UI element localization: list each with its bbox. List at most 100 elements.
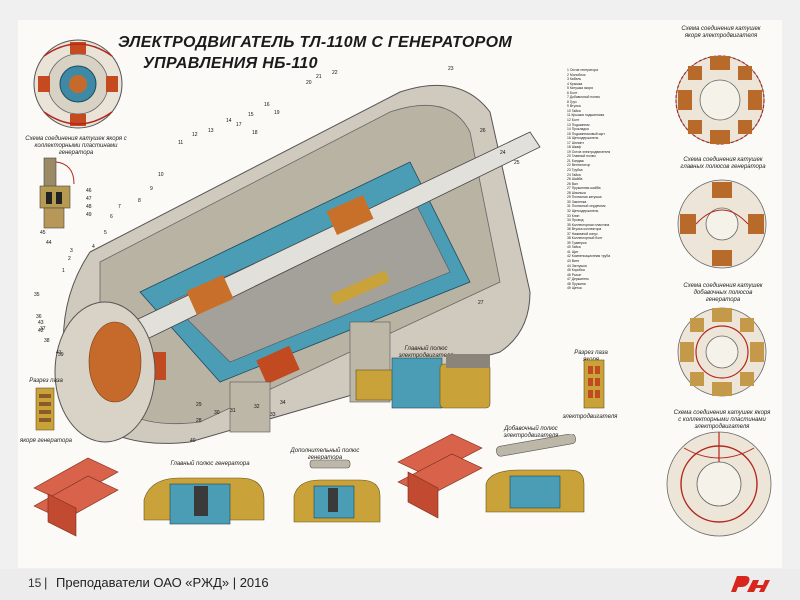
legend-item: 38 Коллекторный болт <box>567 236 603 241</box>
callout-number: 3 <box>70 248 73 254</box>
legend-item: 18 Шкаф <box>567 145 582 150</box>
callout-number: 18 <box>252 130 258 136</box>
legend-item: 43 Винт <box>567 258 580 263</box>
callout-number: 42 <box>38 328 44 334</box>
callout-number: 35 <box>34 292 40 298</box>
callout-number: 34 <box>280 400 286 406</box>
legend-item: 49 Щетка <box>567 286 582 291</box>
callout-number: 1 <box>62 268 65 274</box>
armature-coils-motor-illustration <box>397 433 483 519</box>
legend-item: 47 Держатель <box>567 277 589 282</box>
callout-number: 9 <box>150 186 153 192</box>
legend-item: 35 Коллекторная пластина <box>567 222 610 227</box>
caption-aux-pole-motor: Добавочный полюс электродвигателя <box>503 426 559 439</box>
legend-item: 4 Крышка <box>567 81 583 86</box>
legend-item: 46 Рычаг <box>567 272 582 277</box>
caption-aux-pole-gen: Дополнительный полюс генератора <box>290 448 360 461</box>
poster-title-line1: ЭЛЕКТРОДВИГАТЕЛЬ ТЛ-110М С ГЕНЕРАТОРОМ <box>118 34 512 51</box>
caption-slot-section-gen-1: Разрез паза <box>29 378 63 384</box>
caption-slot-section-motor-2: электродвигателя <box>562 414 618 420</box>
legend-item: 8 Груз <box>567 99 577 104</box>
callout-number: 15 <box>248 112 254 118</box>
callout-number: 30 <box>214 410 220 416</box>
callout-number: 22 <box>332 70 338 76</box>
callout-number: 10 <box>158 172 164 178</box>
legend-item: 14 Прокладка <box>567 127 589 132</box>
slot-section-motor <box>583 359 605 409</box>
callout-number: 27 <box>478 300 484 306</box>
callout-number: 17 <box>236 122 242 128</box>
legend-item: 36 Втулка коллектора <box>567 227 602 232</box>
main-poles-wiring-diagram <box>677 179 767 269</box>
legend-item: 26 Вал <box>567 181 578 186</box>
legend-item: 22 Вентилятор <box>567 163 591 168</box>
legend-item: 27 Пружинная шайба <box>567 186 601 191</box>
legend-item: 45 Коробка <box>567 268 585 273</box>
callout-number: 29 <box>196 402 202 408</box>
callout-number: 43 <box>38 320 44 326</box>
armature-gen-wiring-diagram <box>33 39 123 129</box>
caption-main-pole-motor: Главный полюс электродвигателя <box>398 346 454 359</box>
callout-number: 20 <box>306 80 312 86</box>
main-pole-gen-illustration <box>143 477 265 525</box>
callout-number: 8 <box>138 198 141 204</box>
armature-motor-wiring-diagram <box>675 55 765 145</box>
callout-number: 24 <box>500 150 506 156</box>
legend-item: 48 Пружина <box>567 281 586 286</box>
callout-number: 11 <box>178 140 184 146</box>
page-number: 15 <box>28 576 42 590</box>
callout-number: 21 <box>316 74 322 80</box>
legend-item: 32 Щеткодержатель <box>567 208 599 213</box>
legend-item: 33 Клин <box>567 213 580 218</box>
caption-armature-motor: Схема соединения катушек якоря электродв… <box>681 26 761 39</box>
callout-number: 23 <box>448 66 454 72</box>
legend-item: 11 Крышка подшипника <box>567 113 605 118</box>
legend-item: 37 Нажимной конус <box>567 231 598 236</box>
legend-item: 19 Остов электродвигателя <box>567 149 611 154</box>
callout-number: 2 <box>68 256 71 262</box>
footer-separator: | <box>44 575 48 590</box>
callout-number: 16 <box>264 102 270 108</box>
callout-number: 36 <box>36 314 42 320</box>
legend-item: 30 Заклепка <box>567 199 587 204</box>
rzd-logo-icon <box>731 576 770 592</box>
legend-item: 24 Гайка <box>567 172 581 177</box>
callout-number: 26 <box>480 128 486 134</box>
legend-item: 31 Полюсный сердечник <box>567 204 606 209</box>
slot-section-gen <box>35 387 55 431</box>
motor-cutaway-illustration <box>54 84 541 444</box>
legend-item: 17 Шплинт <box>567 140 584 145</box>
callout-number: 45 <box>40 230 46 236</box>
callout-number: 6 <box>110 214 113 220</box>
legend-item: 20 Главный полюс <box>567 154 597 159</box>
caption-armature-motor-collector: Схема соединения катушек якоря с коллект… <box>673 410 771 430</box>
armature-motor-collector-diagram <box>666 431 772 537</box>
legend-item: 23 Трубка <box>567 168 583 173</box>
callout-number: 44 <box>46 240 52 246</box>
legend-item: 10 Гайка <box>567 108 581 113</box>
callout-number: 28 <box>196 418 202 424</box>
callout-number: 41 <box>56 350 62 356</box>
legend-item: 9 Втулка <box>567 104 581 109</box>
aux-pole-motor-illustration <box>485 434 585 513</box>
footer-text: Преподаватели ОАО «РЖД» | 2016 <box>56 575 269 590</box>
caption-armature-gen-scheme: Схема соединения катушек якоря с коллект… <box>25 136 127 156</box>
legend-item: 34 Провод <box>567 218 584 223</box>
legend-item: 21 Бандаж <box>567 158 584 163</box>
poster-title-line2: УПРАВЛЕНИЯ НБ-110 <box>143 55 318 72</box>
legend-item: 39 Траверса <box>567 240 587 245</box>
legend-item: 2 Моноблок <box>567 72 586 77</box>
main-pole-motor-illustration <box>355 354 491 409</box>
legend-item: 6 Болт <box>567 90 578 95</box>
callout-number: 5 <box>104 230 107 236</box>
callout-number: 49 <box>86 212 92 218</box>
legend-item: 12 Болт <box>567 118 580 123</box>
brush-holder-illustration <box>39 157 75 229</box>
callout-number: 14 <box>226 118 232 124</box>
legend-item: 3 Кабель <box>567 77 582 82</box>
caption-aux-poles-scheme: Схема соединения катушек добавочных полю… <box>683 283 763 303</box>
aux-poles-wiring-diagram <box>677 307 767 397</box>
legend-item: 41 Щит <box>567 249 579 254</box>
